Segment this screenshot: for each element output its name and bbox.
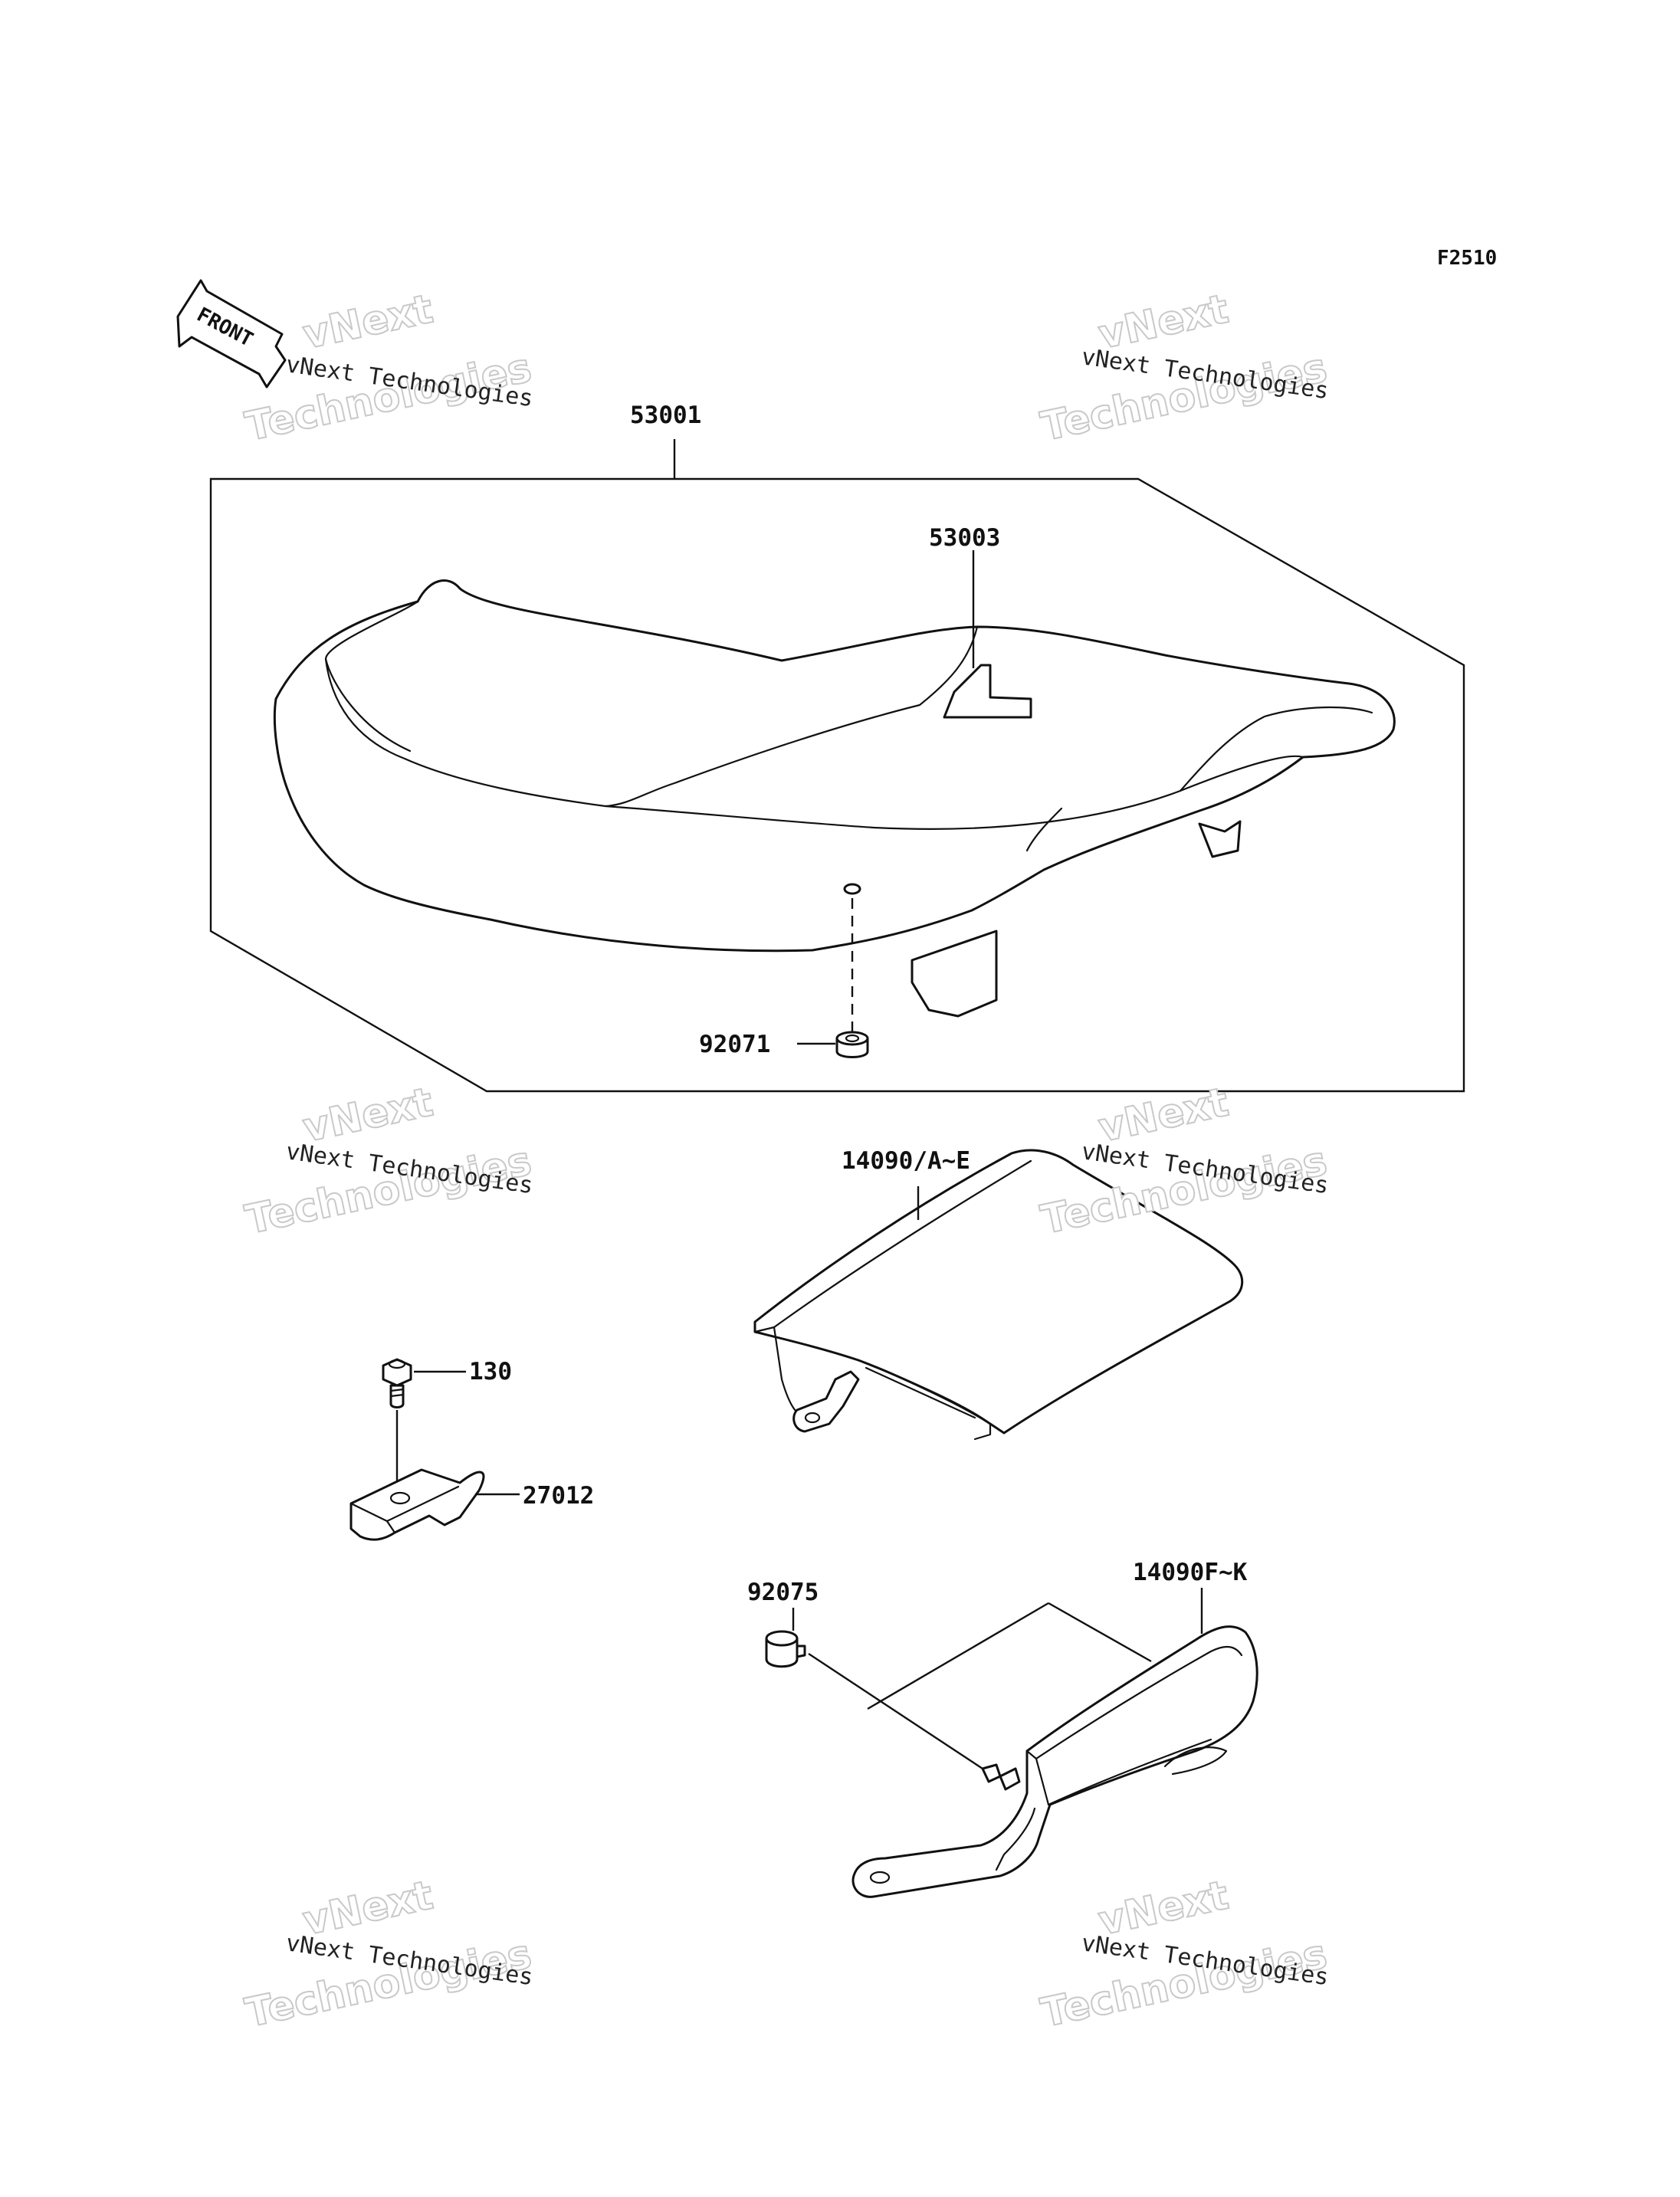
bracket-27012 bbox=[349, 1468, 485, 1541]
svg-text:vNext: vNext bbox=[1094, 1079, 1232, 1151]
seat-assembly-outline bbox=[209, 477, 1465, 1093]
watermark-5: vNext Technologies vNext Technologies bbox=[241, 1871, 536, 2037]
callout-53001: 53001 bbox=[630, 402, 701, 429]
callout-92075: 92075 bbox=[747, 1579, 819, 1606]
callout-92071: 92071 bbox=[699, 1031, 770, 1058]
svg-text:vNext: vNext bbox=[299, 1079, 437, 1151]
callout-27012: 27012 bbox=[523, 1482, 594, 1510]
watermark-4: vNext Technologies vNext Technologies bbox=[1036, 1078, 1331, 1244]
callout-14090f-k: 14090F~K bbox=[1133, 1559, 1248, 1586]
leader-fk-left bbox=[867, 1602, 1049, 1710]
leader-fk-right bbox=[1048, 1602, 1152, 1663]
figure-code: F2510 bbox=[1437, 247, 1497, 270]
callout-130: 130 bbox=[469, 1358, 512, 1385]
watermark-3: vNext Technologies vNext Technologies bbox=[241, 1078, 536, 1244]
watermark-6: vNext Technologies vNext Technologies bbox=[1036, 1871, 1331, 2037]
damper-line bbox=[808, 1652, 983, 1770]
seat bbox=[273, 579, 1396, 1018]
front-arrow-icon: FRONT bbox=[176, 279, 287, 389]
bolt-130 bbox=[382, 1358, 412, 1408]
cushion-92071 bbox=[835, 1031, 869, 1058]
seat-cover-f-k bbox=[851, 1625, 1258, 1898]
watermark-2: vNext Technologies vNext Technologies bbox=[1036, 285, 1331, 451]
callout-53003: 53003 bbox=[929, 524, 1000, 552]
callout-14090-a-e: 14090/A~E bbox=[842, 1147, 970, 1175]
svg-text:vNext: vNext bbox=[299, 286, 437, 358]
damper-92075 bbox=[765, 1630, 806, 1668]
watermark-1: vNext Technologies vNext Technologies bbox=[241, 285, 536, 451]
seat-cover-a-e bbox=[753, 1149, 1244, 1441]
